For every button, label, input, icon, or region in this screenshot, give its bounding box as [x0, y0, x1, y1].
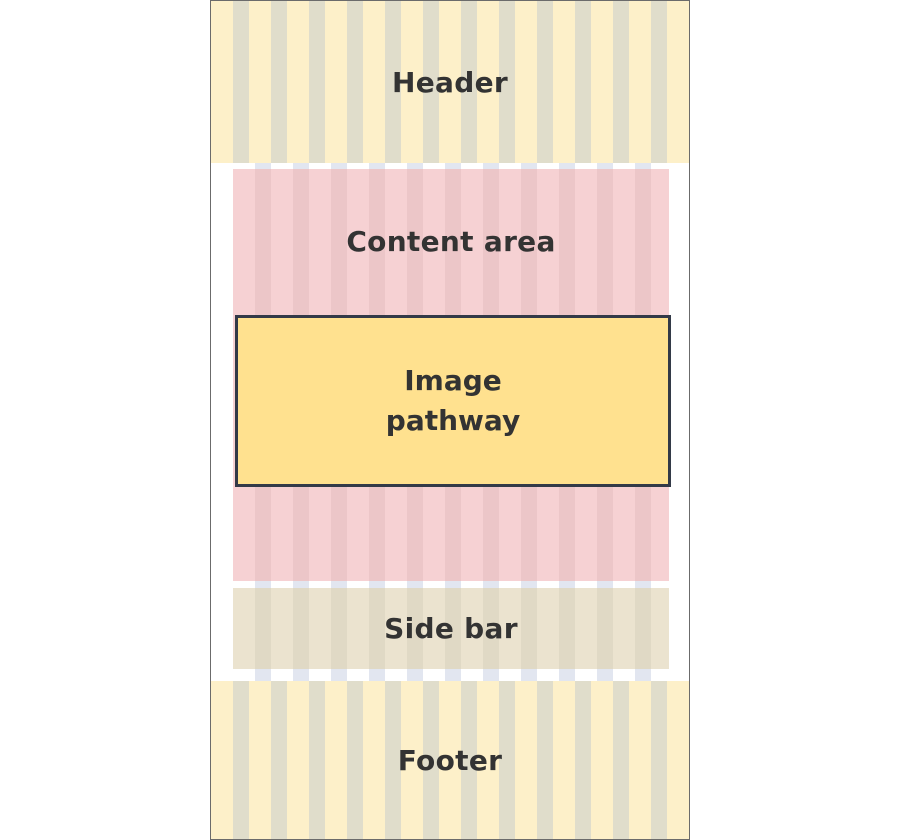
image-pathway-box: Image pathway — [235, 315, 671, 487]
header-region: Header — [211, 1, 689, 163]
page-layout-frame: Header Content area Image pathway Side b… — [210, 0, 690, 840]
footer-region: Footer — [211, 681, 689, 839]
header-label: Header — [392, 65, 508, 99]
footer-label: Footer — [397, 743, 503, 777]
gutter-strip — [233, 163, 669, 169]
side-bar-label: Side bar — [384, 612, 518, 645]
gutter-strip — [233, 669, 669, 681]
gutter-strip — [233, 581, 669, 588]
content-area-label: Content area — [346, 225, 556, 258]
side-bar-region: Side bar — [233, 588, 669, 669]
image-pathway-label: Image pathway — [385, 364, 521, 437]
